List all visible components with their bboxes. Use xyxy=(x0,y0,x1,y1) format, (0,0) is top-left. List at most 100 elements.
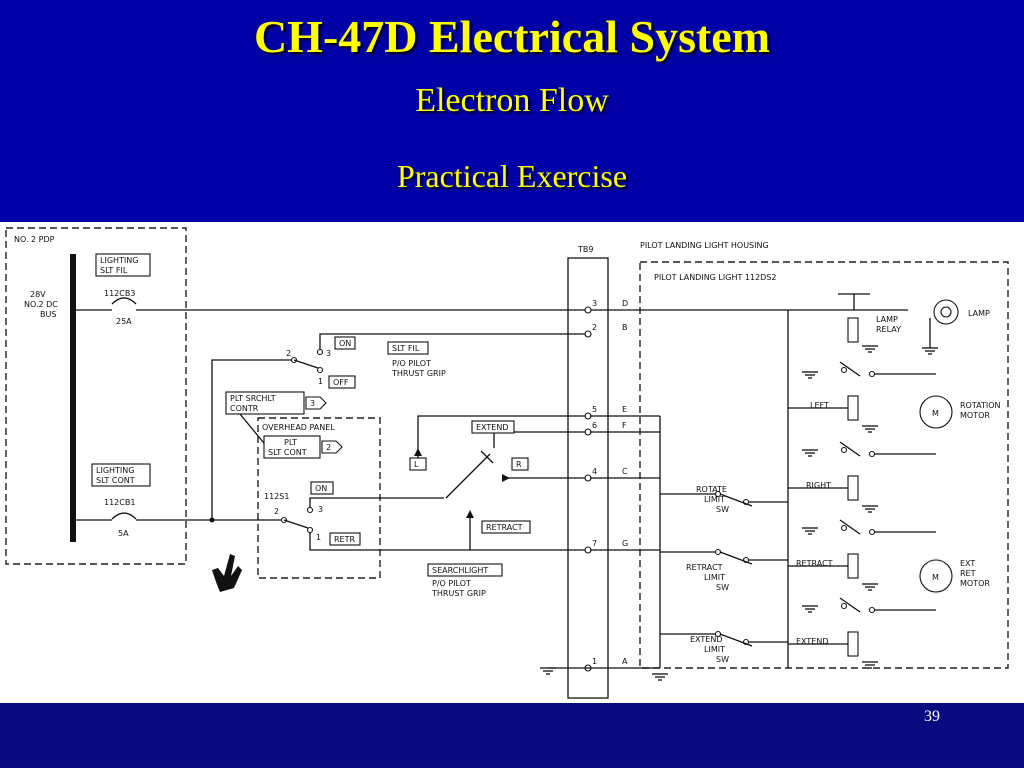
112s1-on: ON xyxy=(315,484,327,493)
label-right: RIGHT xyxy=(806,481,831,490)
extend-limit-line2: LIMIT xyxy=(704,645,725,654)
leader-line xyxy=(239,413,269,449)
limit-blade-rotate xyxy=(719,493,753,507)
wire-pin2-slt-fil xyxy=(319,333,586,350)
slide-subtitle: Electron Flow xyxy=(415,82,609,119)
pointing-hand-icon xyxy=(212,554,242,592)
relay-contact-right xyxy=(840,446,848,454)
rotation-motor-line1: ROTATION xyxy=(960,401,1001,410)
plt-slt-cont-line1: PLT xyxy=(284,438,297,447)
bus-label-line2: NO.2 DC xyxy=(24,300,58,309)
housing-title: PILOT LANDING LIGHT HOUSING xyxy=(640,241,769,250)
lighting-slt-fil-box xyxy=(95,253,151,277)
exercise-heading: Practical Exercise xyxy=(396,158,628,194)
slt-fil-off: OFF xyxy=(333,378,349,387)
cb3-label: 112CB3 xyxy=(104,289,135,298)
relay-contact-retract xyxy=(840,524,848,532)
searchlight-right: R xyxy=(516,460,522,469)
searchlight-sub1: P/O PILOT xyxy=(432,579,471,588)
ext-ret-motor-line1: EXT xyxy=(960,559,975,568)
relay-group xyxy=(788,361,936,657)
arrow-right xyxy=(502,474,510,482)
extend-limit-line3: SW xyxy=(716,655,729,664)
plt-slt-cont-line2: SLT CONT xyxy=(268,448,307,457)
relay-coil-extend xyxy=(847,631,859,657)
tb9-label: TB9 xyxy=(577,245,593,254)
tb9-terminal xyxy=(584,306,592,314)
ext-ret-motor-symbol xyxy=(919,559,953,593)
title-banner: CH-47D Electrical System Electron Flow P… xyxy=(0,0,1024,222)
plt-srchlt-line1: PLT SRCHLT xyxy=(230,394,276,403)
retract-limit-line3: SW xyxy=(716,583,729,592)
ext-ret-motor-line2: RET xyxy=(960,569,976,578)
plt-slt-cont-connector xyxy=(321,440,343,454)
limit-switch-group xyxy=(660,490,788,647)
slt-fil-blade xyxy=(293,359,319,369)
searchlight-left: L xyxy=(414,460,419,469)
slt-fil-pin1: 1 xyxy=(318,377,323,386)
searchlight-label: SEARCHLIGHT xyxy=(432,566,488,575)
rotation-motor-m: M xyxy=(932,409,939,418)
112s1-on-box xyxy=(310,481,334,495)
cb1-rating: 5A xyxy=(118,529,129,538)
slt-fil-label-box xyxy=(387,341,429,355)
tb9-pin-number: 6 xyxy=(592,421,597,430)
rotate-limit-line2: LIMIT xyxy=(704,495,725,504)
pdp-enclosure xyxy=(5,227,187,565)
112s1-retr: RETR xyxy=(334,535,356,544)
slt-fil-on: ON xyxy=(339,339,351,348)
relay-blade-retract xyxy=(839,519,861,535)
lamp-filament xyxy=(940,306,952,318)
pdp-title: NO. 2 PDP xyxy=(14,235,55,244)
searchlight-label-box xyxy=(427,563,503,577)
relay-coil-right xyxy=(847,475,859,501)
limit-contact-extend xyxy=(714,630,722,638)
lighting-slt-fil-line1: LIGHTING xyxy=(100,256,138,265)
tb9-pin-letter: G xyxy=(622,539,628,548)
tb9-terminal xyxy=(584,330,592,338)
plt-srchlt-line2: CONTR xyxy=(230,404,259,413)
tb9-pin-number: 3 xyxy=(592,299,597,308)
slt-fil-contact-1 xyxy=(316,366,324,374)
lamp-relay-coil xyxy=(847,317,859,343)
label-left: LEFT xyxy=(810,401,829,410)
relay-contact-left xyxy=(868,370,876,378)
relay-contact-extend xyxy=(868,606,876,614)
extend-box xyxy=(471,420,515,434)
tb9-pin-number: 5 xyxy=(592,405,597,414)
searchlight-sub2: THRUST GRIP xyxy=(431,589,486,598)
slt-fil-pin2: 2 xyxy=(286,349,291,358)
lamp-relay-line2: RELAY xyxy=(876,325,901,334)
page-number: 39 xyxy=(924,708,940,725)
arrow-retract xyxy=(466,510,474,518)
tb9-pin-letter: E xyxy=(622,405,627,414)
relay-blade-left xyxy=(839,361,861,377)
relay-coil-retract xyxy=(847,553,859,579)
ext-ret-motor-line3: MOTOR xyxy=(960,579,990,588)
relay-blade-right xyxy=(839,441,861,457)
slt-fil-off-box xyxy=(328,375,356,389)
retract-limit-line2: LIMIT xyxy=(704,573,725,582)
searchlight-retract: RETRACT xyxy=(486,523,523,532)
112s1-contact-3 xyxy=(306,506,314,514)
ground-group xyxy=(540,345,938,681)
housing-enclosure xyxy=(639,261,1009,669)
slt-fil-sub1: P/O PILOT xyxy=(392,359,431,368)
rotation-motor-symbol xyxy=(919,395,953,429)
tb9-pin-letter: A xyxy=(622,657,628,666)
label-extend: EXTEND xyxy=(796,637,828,646)
tb9-pin-letter: B xyxy=(622,323,628,332)
112s1-blade xyxy=(283,519,309,529)
plt-srchlt-box xyxy=(225,391,305,415)
extend-limit-line1: EXTEND xyxy=(690,635,722,644)
tb9-pin-number: 1 xyxy=(592,657,597,666)
112s1-retr-box xyxy=(329,532,361,546)
wire-112s1-on-to-searchlight xyxy=(309,497,444,508)
112s1-pin1: 1 xyxy=(316,533,321,542)
wiring-diagram: NO. 2 PDP LIGHTING SLT FIL 112CB3 25A 28… xyxy=(5,227,1009,699)
tb9-pin-letter: F xyxy=(622,421,627,430)
relay-contact-left xyxy=(840,366,848,374)
bus-label-line3: BUS xyxy=(40,310,56,319)
cb3-rating: 25A xyxy=(116,317,132,326)
searchlight-lever-tip xyxy=(480,450,494,464)
